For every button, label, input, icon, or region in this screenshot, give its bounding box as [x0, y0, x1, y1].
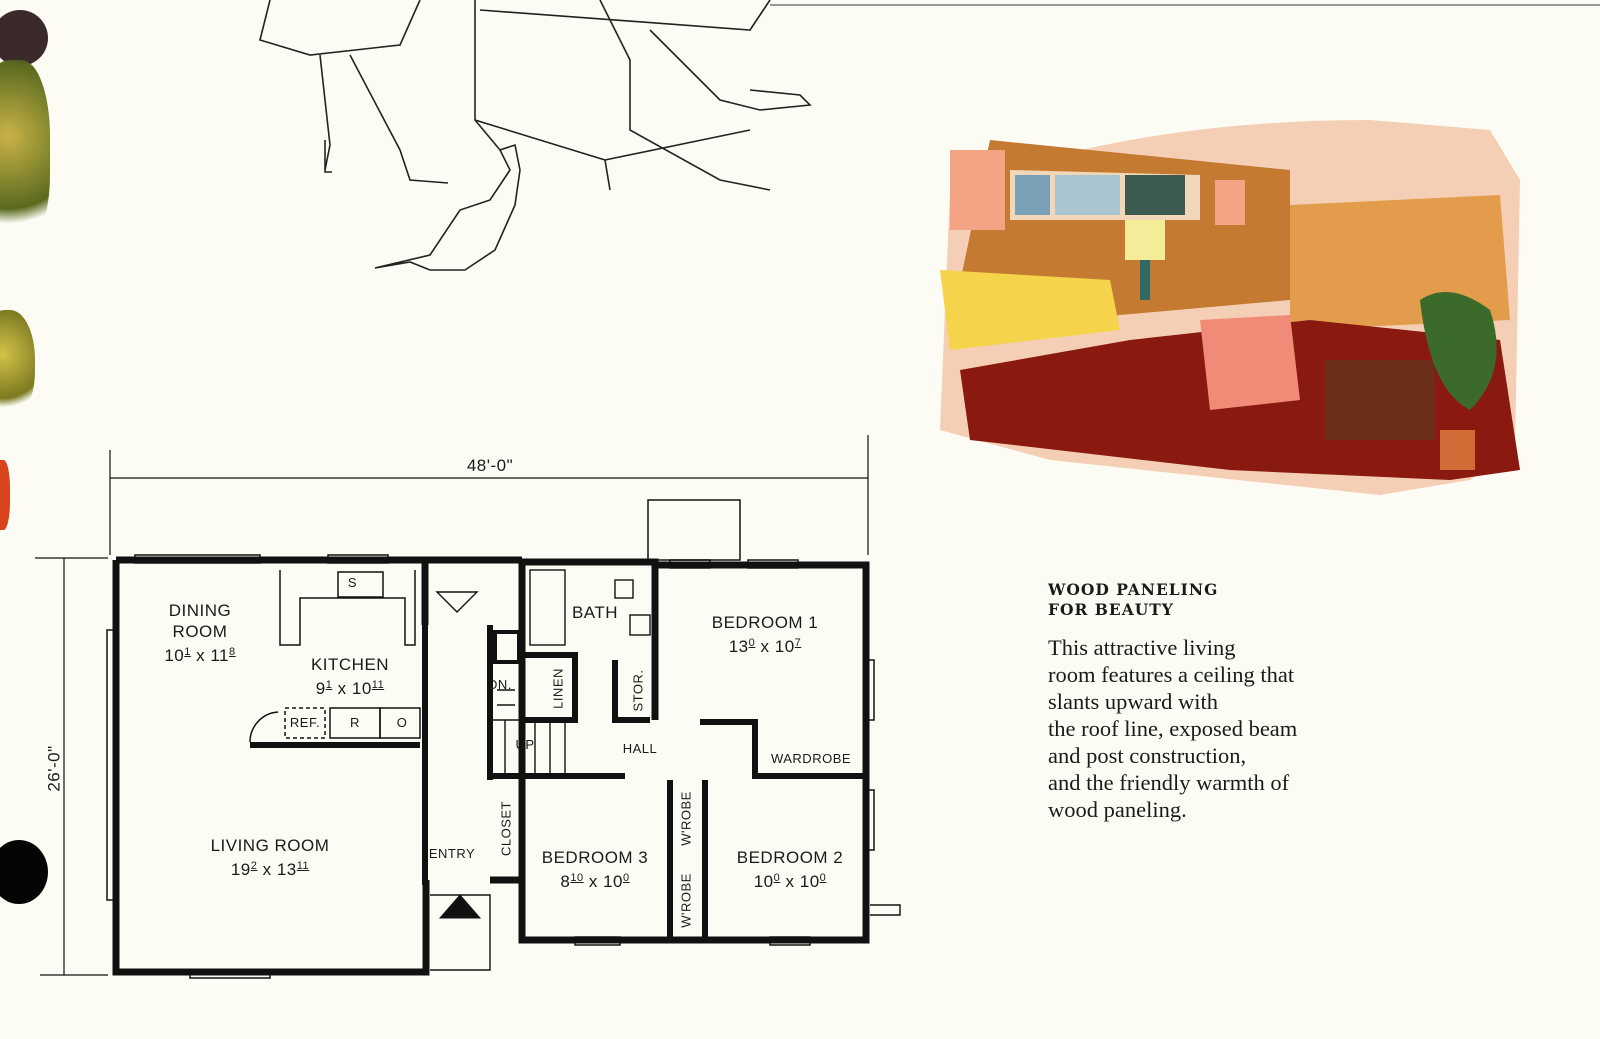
interior-walls — [250, 625, 866, 940]
living-room-name: LIVING ROOM — [210, 836, 330, 855]
floor-plan-drawing — [35, 435, 901, 979]
kitchen-label: KITCHEN 91 x 1011 — [290, 654, 410, 699]
caption-line: This attractive living — [1048, 635, 1236, 660]
caption-line: slants upward with — [1048, 689, 1218, 714]
hall-label: HALL — [622, 741, 658, 756]
kitchen-size: 91 x 1011 — [315, 679, 385, 698]
living-room-size: 192 x 1311 — [230, 860, 310, 879]
sink-label: S — [347, 575, 358, 590]
kitchen-name: KITCHEN — [310, 655, 390, 674]
bedroom-2-name: BEDROOM 2 — [736, 848, 844, 867]
caption-title: WOOD PANELING FOR BEAUTY — [1048, 580, 1218, 620]
windows — [106, 499, 875, 979]
bedroom-2-label: BEDROOM 2 100 x 100 — [725, 847, 855, 892]
sketch-people-dog-illustration — [259, 0, 812, 271]
dining-room-size: 101 x 118 — [164, 646, 236, 665]
binder-hole-top — [0, 10, 48, 66]
exterior-walls — [112, 556, 870, 976]
bedroom-2-size: 100 x 100 — [753, 872, 827, 891]
closet-label: CLOSET — [498, 801, 514, 857]
bedroom-3-name: BEDROOM 3 — [541, 848, 649, 867]
caption-line: and post construction, — [1048, 743, 1247, 768]
dining-room-label: DINING ROOM 101 x 118 — [140, 600, 260, 666]
caption-line: the roof line, exposed beam — [1048, 716, 1298, 741]
stairs-down-label: DN. — [488, 677, 512, 692]
living-room-illustration — [940, 120, 1520, 495]
entry-arrow-icon — [438, 894, 482, 919]
caption-body: This attractive living room features a c… — [1048, 634, 1388, 823]
bedroom-1-size: 130 x 107 — [728, 637, 802, 656]
wardrobe-label: WARDROBE — [770, 751, 852, 766]
range-label: R — [350, 715, 360, 730]
bedroom-3-size: 810 x 100 — [560, 872, 630, 891]
bedroom-1-label: BEDROOM 1 130 x 107 — [700, 612, 830, 657]
page-top-rule — [770, 4, 1600, 6]
storage-label: STOR. — [630, 669, 646, 712]
foliage-illustration-2 — [0, 310, 35, 420]
depth-dimension-line — [35, 557, 108, 976]
dining-room-name-2: ROOM — [172, 622, 228, 641]
vase-illustration — [0, 460, 10, 530]
stairs-up-label: UP — [515, 737, 535, 752]
refrigerator-label: REF. — [289, 715, 321, 730]
kitchen-counters — [249, 570, 421, 743]
depth-dimension-label: 26'-0" — [44, 745, 64, 792]
bedroom-3-label: BEDROOM 3 810 x 100 — [530, 847, 660, 892]
foliage-illustration — [0, 60, 50, 250]
oven-label: O — [396, 715, 408, 730]
wrobe-label-upper: W'ROBE — [678, 791, 694, 846]
caption-line: room features a ceiling that — [1048, 662, 1295, 687]
width-dimension-label: 48'-0" — [466, 456, 514, 475]
linen-label: LINEN — [550, 668, 566, 709]
caption-title-line-2: FOR BEAUTY — [1048, 600, 1174, 619]
binder-hole-bottom — [0, 840, 48, 904]
entry-label: ENTRY — [428, 846, 476, 861]
wrobe-label-lower: W'ROBE — [678, 873, 694, 928]
bath-label: BATH — [571, 603, 619, 622]
bedroom-1-name: BEDROOM 1 — [711, 613, 819, 632]
dining-room-name: DINING — [168, 601, 232, 620]
caption-line: and the friendly warmth of — [1048, 770, 1290, 795]
caption-title-line-1: WOOD PANELING — [1048, 580, 1219, 599]
caption-line: wood paneling. — [1048, 797, 1187, 822]
width-dimension-line — [109, 435, 869, 555]
living-room-label: LIVING ROOM 192 x 1311 — [195, 835, 345, 880]
